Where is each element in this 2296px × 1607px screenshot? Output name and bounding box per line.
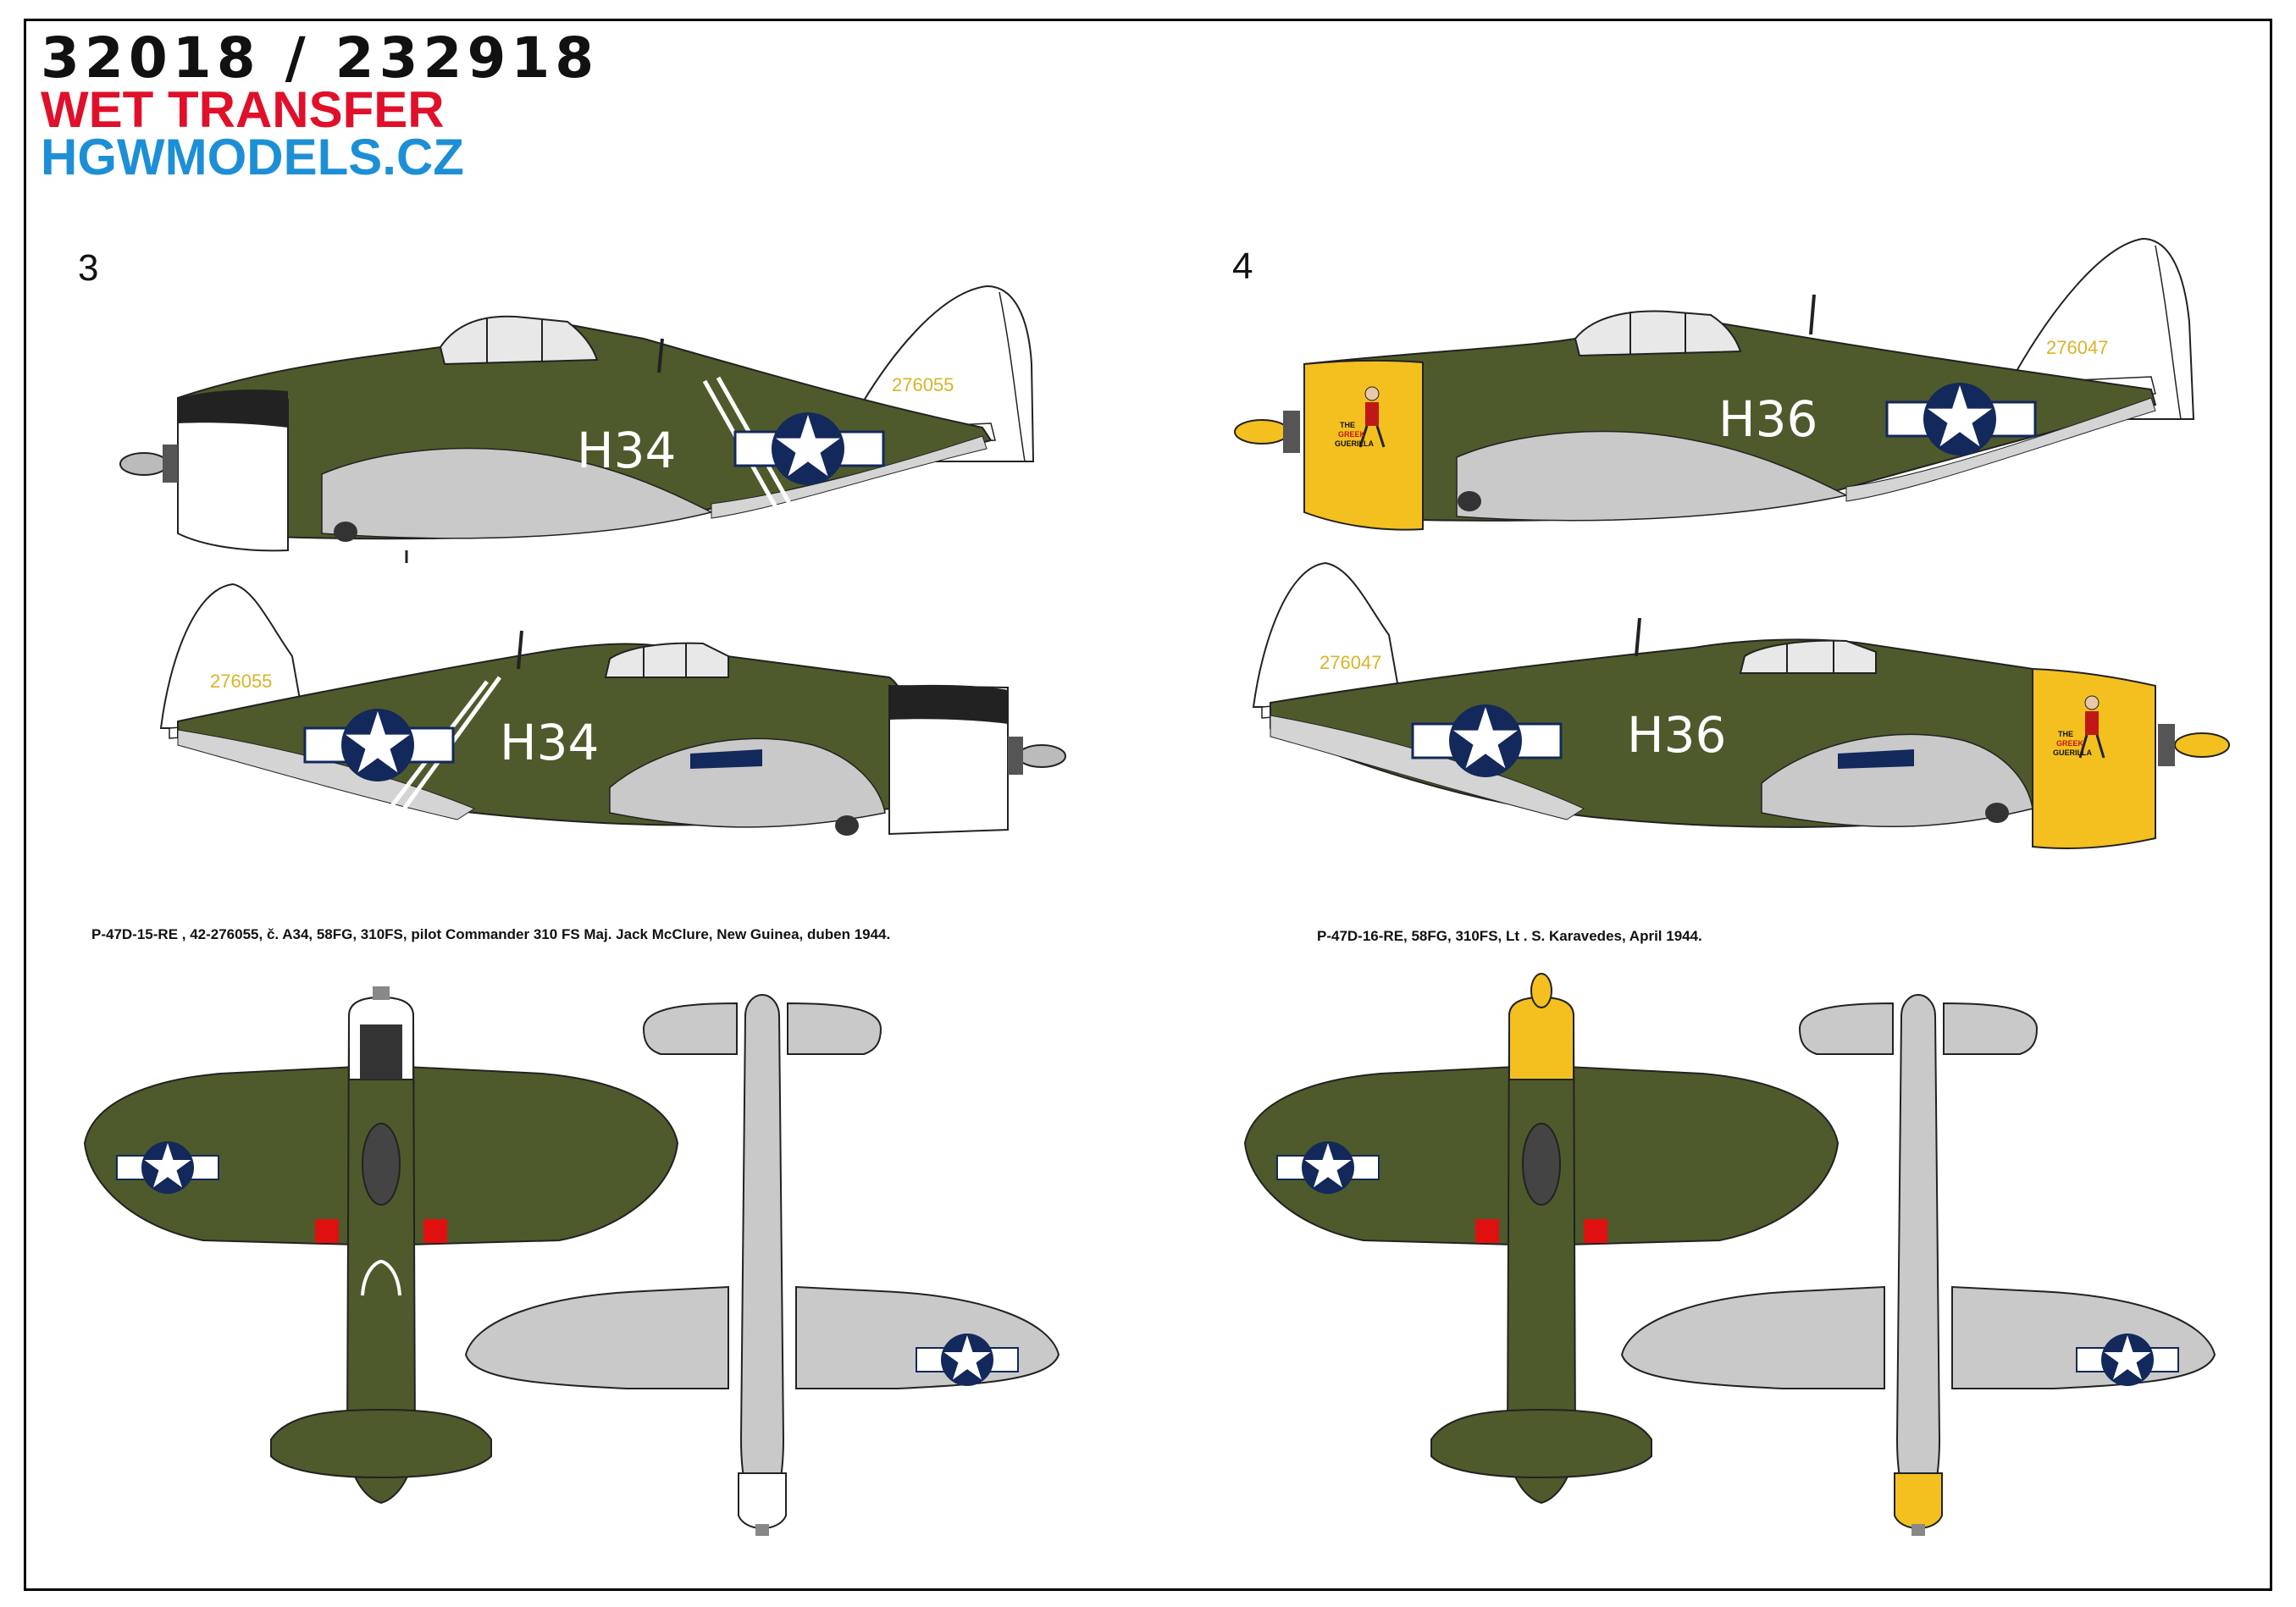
profile4-right-nose-art-line3: GUERILLA [2053, 748, 2092, 757]
profile4-left-nose-art-line3: GUERILLA [1335, 439, 1374, 448]
profile3-right-serial: 276055 [210, 671, 272, 692]
profile4-bottom-view [1620, 993, 2216, 1536]
profile3-left-code: H34 [577, 422, 676, 479]
profile3-left-side [119, 284, 1035, 563]
product-codes: 32018 / 232918 [41, 25, 600, 91]
profile3-left-serial: 276055 [892, 374, 954, 395]
website: HGWMODELS.CZ [41, 129, 464, 185]
profile4-right-side: THE GREEK GUERILLA [1252, 561, 2230, 849]
profile4-right-nose-art-line2: GREEK [2056, 739, 2084, 748]
caption-profile-3: P-47D-15-RE , 42-276055, č. A34, 58FG, 3… [91, 926, 891, 942]
caption-profile-4: P-47D-16-RE, 58FG, 310FS, Lt . S. Karave… [1317, 928, 1702, 944]
profile3-top-view [83, 986, 679, 1505]
product-type: WET TRANSFER [41, 81, 445, 138]
profile4-left-nose-art-line2: GREEK [1338, 430, 1366, 439]
profile4-left-side: THE GREEK GUERILLA [1234, 237, 2195, 531]
profile3-right-side [159, 583, 1066, 836]
profile4-left-serial: 276047 [2046, 337, 2108, 358]
profile3-right-code: H34 [500, 714, 599, 771]
profile4-left-nose-art-line1: THE [1340, 421, 1355, 429]
profile4-left-code: H36 [1718, 390, 1817, 448]
profile4-top-view [1243, 973, 1840, 1505]
profile3-bottom-view [464, 993, 1060, 1536]
profile4-right-code: H36 [1627, 706, 1726, 764]
profile4-right-serial: 276047 [1320, 652, 1381, 673]
profile-number-4: 4 [1232, 246, 1253, 287]
profile4-right-nose-art-line1: THE [2058, 730, 2073, 738]
profile-number-3: 3 [78, 247, 99, 289]
